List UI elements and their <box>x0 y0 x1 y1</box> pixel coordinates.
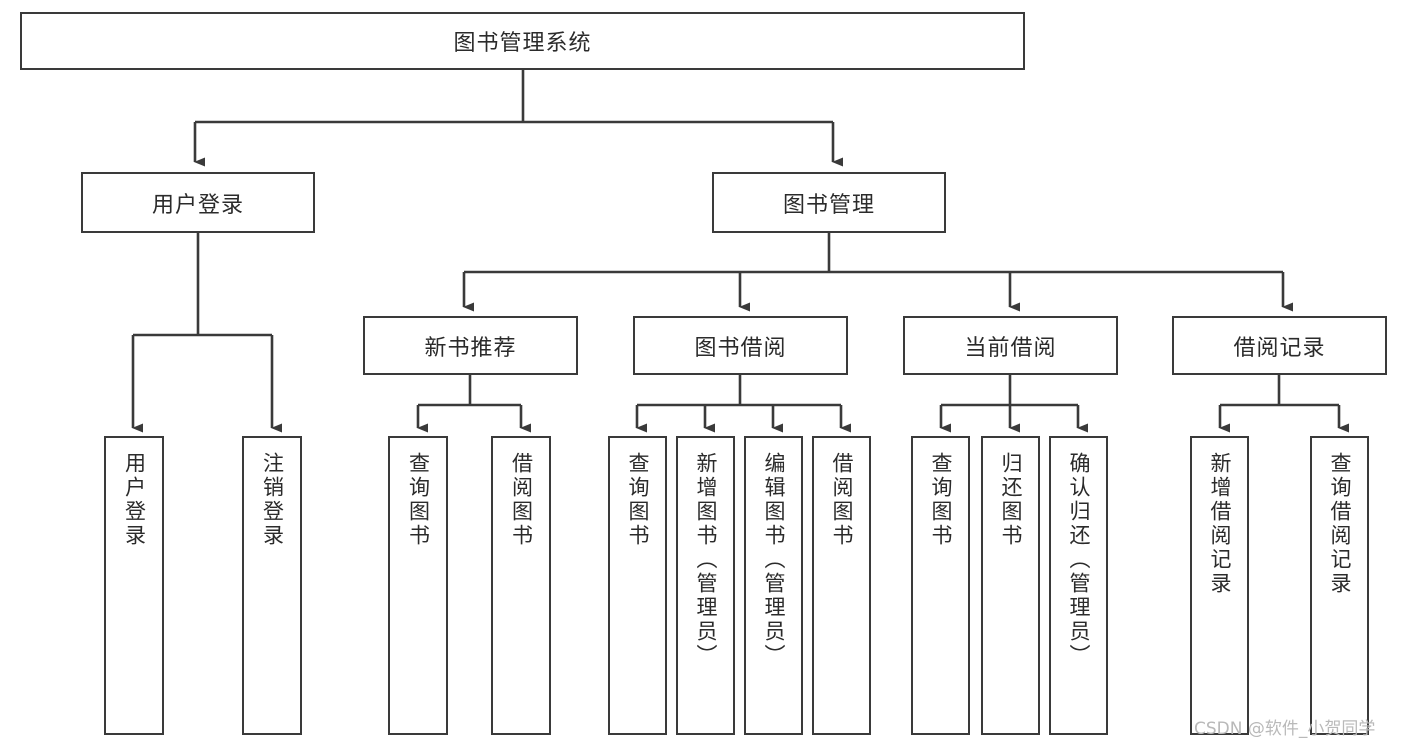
leaf-borrow-record-add-label: 新增借阅记录 <box>1208 452 1232 596</box>
leaf-book-borrow-query-label: 查询图书 <box>626 452 650 548</box>
leaf-user-login-login[interactable]: 用户登录 <box>104 436 164 735</box>
leaf-current-borrow-confirm-label: 确认归还（管理员） <box>1067 452 1091 668</box>
node-current-borrow[interactable]: 当前借阅 <box>903 316 1118 375</box>
node-new-book-recommend-label: 新书推荐 <box>424 335 517 361</box>
leaf-borrow-record-add[interactable]: 新增借阅记录 <box>1190 436 1249 735</box>
leaf-book-borrow-edit-label: 编辑图书（管理员） <box>762 452 786 668</box>
csdn-watermark: CSDN @软件_小贺同学 <box>1194 719 1376 739</box>
node-user-login[interactable]: 用户登录 <box>81 172 315 233</box>
node-book-borrow[interactable]: 图书借阅 <box>633 316 848 375</box>
node-current-borrow-label: 当前借阅 <box>964 335 1057 361</box>
leaf-book-borrow-borrow-label: 借阅图书 <box>830 452 854 548</box>
leaf-borrow-record-query[interactable]: 查询借阅记录 <box>1310 436 1369 735</box>
leaf-book-borrow-add[interactable]: 新增图书（管理员） <box>676 436 735 735</box>
node-book-management-label: 图书管理 <box>782 192 875 218</box>
leaf-user-login-logout-label: 注销登录 <box>260 452 285 548</box>
node-borrow-record[interactable]: 借阅记录 <box>1172 316 1387 375</box>
leaf-user-login-login-label: 用户登录 <box>122 452 147 548</box>
leaf-new-book-query[interactable]: 查询图书 <box>388 436 448 735</box>
node-borrow-record-label: 借阅记录 <box>1233 335 1326 361</box>
leaf-book-borrow-query[interactable]: 查询图书 <box>608 436 667 735</box>
leaf-book-borrow-add-label: 新增图书（管理员） <box>694 452 718 668</box>
leaf-new-book-borrow[interactable]: 借阅图书 <box>491 436 551 735</box>
node-user-login-label: 用户登录 <box>151 192 244 218</box>
leaf-new-book-borrow-label: 借阅图书 <box>509 452 534 548</box>
node-root-library-system[interactable]: 图书管理系统 <box>20 12 1025 70</box>
leaf-borrow-record-query-label: 查询借阅记录 <box>1328 452 1352 596</box>
node-book-borrow-label: 图书借阅 <box>694 335 787 361</box>
leaf-book-borrow-edit[interactable]: 编辑图书（管理员） <box>744 436 803 735</box>
leaf-current-borrow-query[interactable]: 查询图书 <box>911 436 970 735</box>
leaf-current-borrow-confirm[interactable]: 确认归还（管理员） <box>1049 436 1108 735</box>
node-root-label: 图书管理系统 <box>453 31 592 56</box>
leaf-current-borrow-query-label: 查询图书 <box>929 452 953 548</box>
leaf-user-login-logout[interactable]: 注销登录 <box>242 436 302 735</box>
leaf-book-borrow-borrow[interactable]: 借阅图书 <box>812 436 871 735</box>
leaf-current-borrow-return-label: 归还图书 <box>999 452 1023 548</box>
leaf-new-book-query-label: 查询图书 <box>406 452 431 548</box>
node-new-book-recommend[interactable]: 新书推荐 <box>363 316 578 375</box>
leaf-current-borrow-return[interactable]: 归还图书 <box>981 436 1040 735</box>
node-book-management[interactable]: 图书管理 <box>712 172 946 233</box>
